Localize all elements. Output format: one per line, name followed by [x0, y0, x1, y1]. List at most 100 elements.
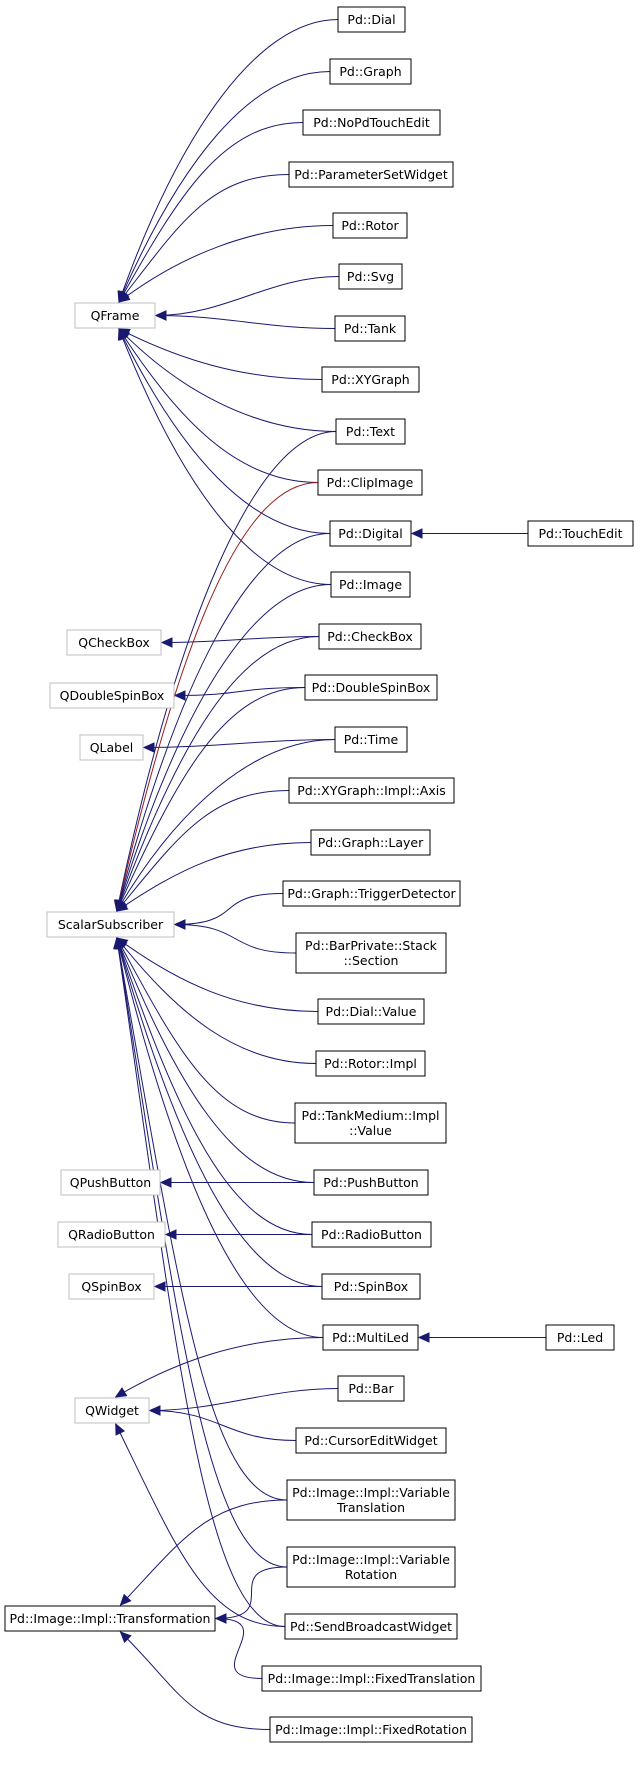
- class-node-box: [49, 682, 175, 709]
- class-node-label: ::Value: [349, 1123, 392, 1138]
- class-node-tank[interactable]: Pd::Tank: [334, 315, 406, 342]
- class-node-box: [302, 109, 441, 136]
- class-node-doublespinbox[interactable]: Pd::DoubleSpinBox: [304, 674, 438, 701]
- class-node-pushbutton[interactable]: Pd::PushButton: [313, 1169, 429, 1196]
- class-node-box: [79, 734, 144, 761]
- class-node-fixedtrans[interactable]: Pd::Image::Impl::FixedTranslation: [261, 1665, 482, 1692]
- class-node-multiled[interactable]: Pd::MultiLed: [322, 1324, 419, 1351]
- class-node-time[interactable]: Pd::Time: [334, 726, 408, 753]
- arrowhead-pushbutton-to-qpushbutton: [159, 1177, 172, 1188]
- class-node-label: Pd::Dial: [347, 12, 395, 27]
- class-node-bar[interactable]: Pd::Bar: [337, 1375, 405, 1402]
- class-node-label: Pd::Digital: [338, 526, 402, 541]
- class-node-clipimage[interactable]: Pd::ClipImage: [317, 469, 423, 496]
- class-node-label: Pd::Dial::Value: [326, 1004, 417, 1019]
- class-node-paramsetwidget[interactable]: Pd::ParameterSetWidget: [288, 161, 454, 188]
- class-node-box: [330, 571, 411, 598]
- class-node-label: ::Section: [344, 953, 399, 968]
- class-node-box: [68, 1273, 155, 1300]
- class-node-label: Pd::Image::Impl::Transformation: [10, 1611, 211, 1626]
- class-node-rotorimpl[interactable]: Pd::Rotor::Impl: [315, 1050, 426, 1077]
- class-node-box: [261, 1665, 482, 1692]
- class-node-dial[interactable]: Pd::Dial: [337, 6, 406, 33]
- class-node-box: [545, 1324, 615, 1351]
- class-node-triggerdet[interactable]: Pd::Graph::TriggerDetector: [282, 880, 461, 907]
- arrowhead-graphlayer-to-scalarsub: [115, 900, 129, 912]
- edge-fixedtrans-to-transformation: [215, 1618, 263, 1679]
- class-node-box: [286, 1479, 456, 1521]
- class-node-scalarsub: ScalarSubscriber: [46, 911, 175, 938]
- class-node-digital[interactable]: Pd::Digital: [329, 520, 412, 547]
- class-node-box: [334, 315, 406, 342]
- class-node-label: QRadioButton: [68, 1227, 155, 1242]
- class-node-tankvalue[interactable]: Pd::TankMedium::Impl::Value: [294, 1102, 447, 1144]
- class-node-box: [288, 161, 454, 188]
- class-node-box: [284, 1613, 458, 1640]
- class-node-spinbox[interactable]: Pd::SpinBox: [321, 1273, 421, 1300]
- class-node-fixedrot[interactable]: Pd::Image::Impl::FixedRotation: [269, 1716, 473, 1743]
- class-node-text[interactable]: Pd::Text: [335, 418, 406, 445]
- class-node-radiobutton[interactable]: Pd::RadioButton: [311, 1221, 432, 1248]
- class-node-label: Pd::ClipImage: [327, 475, 414, 490]
- edge-fixedrot-to-transformation: [120, 1631, 271, 1730]
- edge-spinbox-to-scalarsub: [116, 937, 323, 1287]
- class-node-checkbox[interactable]: Pd::CheckBox: [318, 623, 422, 650]
- class-node-nopdtouchedit[interactable]: Pd::NoPdTouchEdit: [302, 109, 441, 136]
- class-node-graphlayer[interactable]: Pd::Graph::Layer: [310, 829, 431, 856]
- class-node-transformation[interactable]: Pd::Image::Impl::Transformation: [4, 1605, 216, 1632]
- class-node-svg[interactable]: Pd::Svg: [338, 263, 403, 290]
- class-node-box: [311, 1221, 432, 1248]
- edges-layer: [113, 19, 546, 1730]
- class-node-dialvalue[interactable]: Pd::Dial::Value: [317, 998, 425, 1025]
- class-node-box: [46, 911, 175, 938]
- class-node-box: [57, 1221, 166, 1248]
- class-node-label: Pd::Image::Impl::Variable: [292, 1485, 450, 1500]
- class-node-touchedit[interactable]: Pd::TouchEdit: [527, 520, 634, 547]
- class-node-sendbcast[interactable]: Pd::SendBroadcastWidget: [284, 1613, 458, 1640]
- edge-digital-to-qframe: [118, 328, 331, 534]
- class-node-image[interactable]: Pd::Image: [330, 571, 411, 598]
- edge-triggerdet-to-scalarsub: [174, 893, 284, 925]
- class-node-led[interactable]: Pd::Led: [545, 1324, 615, 1351]
- edge-text-to-qframe: [118, 328, 337, 432]
- class-node-barsection[interactable]: Pd::BarPrivate::Stack::Section: [295, 932, 447, 974]
- class-node-label: Translation: [336, 1500, 405, 1515]
- class-node-rotor[interactable]: Pd::Rotor: [332, 212, 408, 239]
- class-node-label: Pd::MultiLed: [332, 1330, 409, 1345]
- class-node-label: Pd::BarPrivate::Stack: [305, 938, 438, 953]
- class-node-graph[interactable]: Pd::Graph: [329, 58, 412, 85]
- class-node-box: [295, 932, 447, 974]
- arrowhead-spinbox-to-qspinbox: [153, 1281, 166, 1292]
- edge-multiled-to-qwidget: [115, 1337, 324, 1398]
- edge-time-to-qlabel: [143, 739, 336, 748]
- class-node-qspinbox: QSpinBox: [68, 1273, 155, 1300]
- class-node-qpushbutton: QPushButton: [60, 1169, 161, 1196]
- class-node-label: QWidget: [85, 1403, 139, 1418]
- class-node-xygraph[interactable]: Pd::XYGraph: [321, 366, 420, 393]
- class-node-label: Pd::ParameterSetWidget: [294, 167, 448, 182]
- arrowhead-doublespinbox-to-qdoublespinbox: [173, 690, 186, 701]
- class-node-box: [282, 880, 461, 907]
- class-node-box: [74, 1397, 150, 1424]
- edge-time-to-scalarsub: [116, 739, 336, 912]
- arrowhead-vartrans-to-transformation: [119, 1593, 132, 1606]
- edge-barsection-to-scalarsub: [174, 924, 297, 954]
- class-node-label: Pd::Image::Impl::Variable: [292, 1552, 450, 1567]
- arrowhead-radiobutton-to-qradiobutton: [164, 1229, 177, 1240]
- class-node-xyaxis[interactable]: Pd::XYGraph::Impl::Axis: [288, 777, 455, 804]
- class-node-label: Pd::NoPdTouchEdit: [313, 115, 430, 130]
- class-node-box: [60, 1169, 161, 1196]
- edge-checkbox-to-scalarsub: [116, 636, 320, 912]
- class-node-box: [335, 418, 406, 445]
- edge-image-to-qframe: [118, 328, 332, 585]
- class-node-box: [295, 1427, 447, 1454]
- class-node-label: Pd::CheckBox: [327, 629, 413, 644]
- class-node-box: [310, 829, 431, 856]
- arrowhead-cursoredit-to-qwidget: [148, 1405, 161, 1416]
- class-node-box: [337, 6, 406, 33]
- class-node-cursoredit[interactable]: Pd::CursorEditWidget: [295, 1427, 447, 1454]
- class-node-box: [269, 1716, 473, 1743]
